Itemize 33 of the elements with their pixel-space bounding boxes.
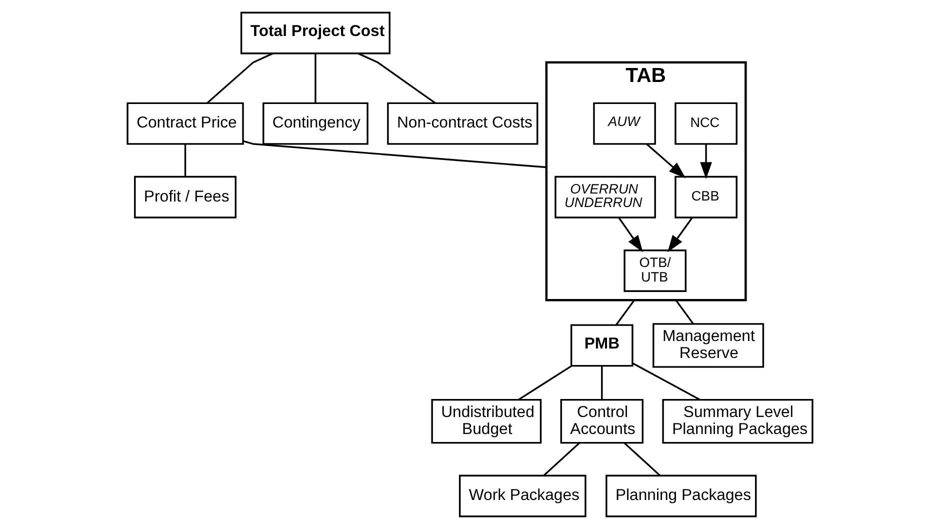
node-box: Planning Packages	[606, 474, 757, 518]
node-box: Work Packages	[458, 474, 586, 518]
node-box: OTB/ UTB	[624, 250, 687, 292]
connector	[601, 366, 603, 400]
arrow	[700, 144, 712, 180]
connector	[675, 300, 694, 324]
arrow	[646, 144, 686, 178]
connector	[543, 442, 580, 476]
arrow	[618, 217, 643, 252]
connector	[632, 362, 700, 400]
node-box: Total Project Cost	[240, 12, 390, 54]
connector	[314, 54, 316, 103]
connector	[242, 140, 546, 168]
node-box: Undistributed Budget	[431, 398, 542, 444]
connector	[624, 442, 661, 476]
node-box: OVERRUN UNDERRUN	[554, 176, 656, 218]
node-box: Contract Price	[126, 102, 244, 145]
node-box: Summary Level Planning Packages	[662, 398, 814, 444]
connector	[358, 52, 436, 104]
node-box: Non-contract Costs	[387, 102, 538, 145]
connector	[184, 144, 186, 177]
arrow	[668, 217, 693, 252]
node-box: Contingency	[262, 102, 368, 145]
node-box: AUW	[593, 102, 656, 145]
node-box: PMB	[570, 324, 634, 367]
node-box: Management Reserve	[652, 323, 764, 368]
node-box: Control Accounts	[560, 398, 644, 444]
connector	[616, 300, 635, 326]
node-box: NCC	[674, 102, 738, 145]
node-box: Profit / Fees	[134, 176, 236, 218]
node-box: CBB	[674, 176, 738, 218]
connector	[518, 365, 572, 400]
connector	[206, 52, 274, 104]
